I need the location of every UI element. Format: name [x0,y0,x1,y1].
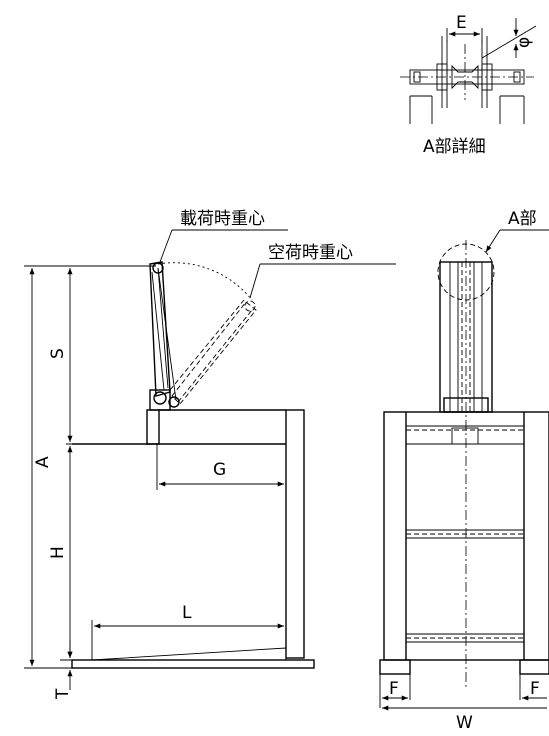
dim-h-label: H [48,546,68,559]
part-a-label: A部 [508,209,537,229]
front-view: A部 F F W [379,209,549,733]
dim-s-label: S [48,348,68,359]
dim-phi-label: φ [514,37,534,48]
side-view: G L A S H T 載荷時重心 空荷時重心 [24,209,396,700]
unloaded-cg-label: 空荷時重心 [268,243,353,263]
dim-w-label: W [456,713,473,731]
dim-e-label: E [456,13,467,33]
detail-view: E φ A部詳細 [400,13,537,157]
dim-l-label: L [182,603,192,623]
dim-f-left-label: F [389,679,399,699]
dim-f-right-label: F [530,679,540,699]
loaded-cg-label: 載荷時重心 [180,209,265,229]
dim-g-label: G [213,460,226,480]
dim-t-label: T [53,688,73,700]
detail-caption: A部詳細 [423,137,486,157]
dim-a-label: A [33,456,53,468]
